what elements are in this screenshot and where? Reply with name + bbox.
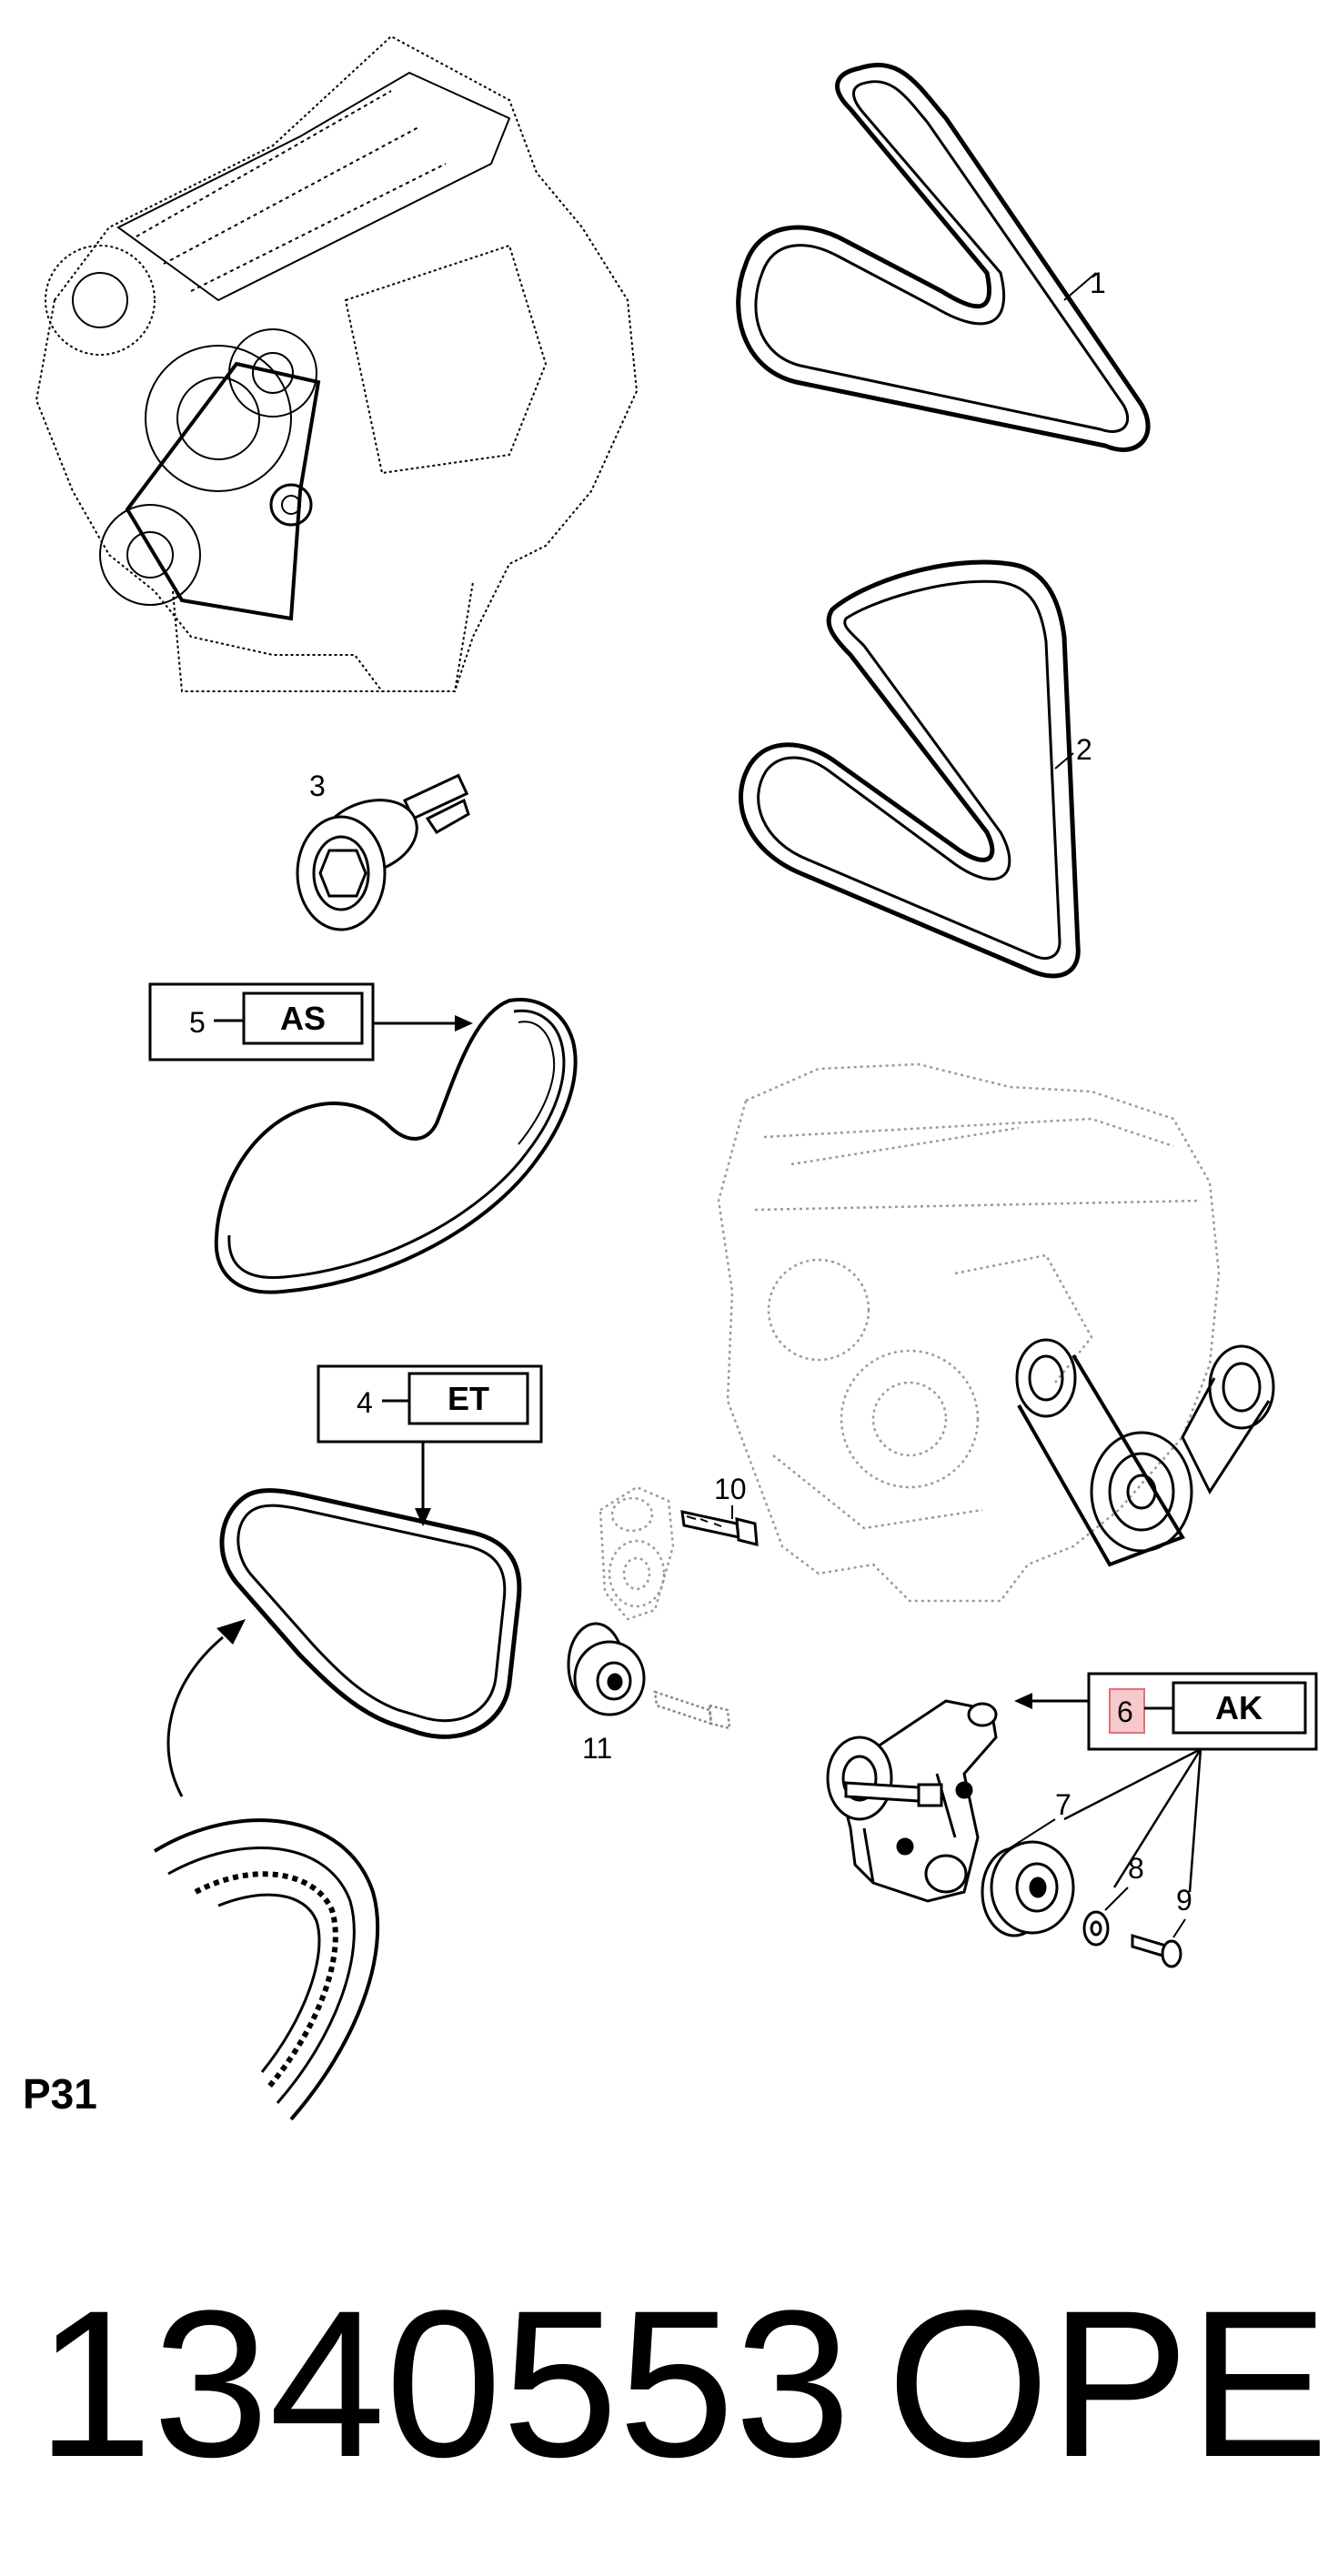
belt-profile-arrowhead [216, 1619, 246, 1645]
reference-box-et: 4 ET [317, 1364, 543, 1444]
callout-6-highlight [1109, 1688, 1145, 1734]
page-code: P31 [23, 2070, 97, 2118]
bolt-9 [1131, 1933, 1182, 1968]
tensioner-7 [826, 1699, 998, 1903]
tensioner-10-ghost [599, 1485, 675, 1621]
reference-box-as: 5 AS [148, 982, 375, 1062]
callout-9-leader [1172, 1918, 1186, 1938]
ak-arrowhead [1014, 1693, 1032, 1709]
callout-1-leader [1063, 272, 1097, 301]
belt-2 [738, 559, 1081, 979]
washer-8 [1082, 1910, 1110, 1947]
bolt-10 [680, 1510, 759, 1546]
ak-leaders [1063, 1747, 1202, 1893]
box-et-label: ET [448, 1380, 489, 1417]
callout-3: 3 [309, 770, 326, 802]
callout-8: 8 [1128, 1852, 1144, 1885]
et-arrowhead [415, 1508, 431, 1526]
box-as-label: AS [280, 1000, 326, 1037]
belt-1 [736, 62, 1151, 452]
box-ak-label: AK [1215, 1689, 1263, 1726]
callout-9: 9 [1176, 1884, 1192, 1917]
belt-cross-section [153, 1818, 380, 2121]
engine-top-illustration [35, 35, 639, 692]
engine-middle-illustration [717, 1062, 1221, 1603]
callout-11: 11 [582, 1732, 612, 1765]
callout-7: 7 [1055, 1788, 1071, 1821]
belt-profile-arrow [166, 1635, 224, 1797]
part-number: 1340553 [36, 2267, 850, 2501]
idler-pulley-3 [296, 773, 470, 931]
callout-1: 1 [1090, 267, 1106, 299]
engine-middle-pulleys [1015, 1338, 1275, 1567]
tensioner-pulley [981, 1840, 1075, 1937]
bolt-11 [653, 1690, 731, 1730]
idler-pulley-11 [567, 1622, 646, 1716]
belt-et [219, 1488, 522, 1739]
callout-5: 5 [189, 1006, 206, 1039]
callout-10: 10 [714, 1473, 747, 1505]
brand-name: OPEL [887, 2267, 1328, 2501]
as-arrowhead [455, 1015, 473, 1031]
callout-4: 4 [357, 1386, 373, 1419]
callout-2-leader [1054, 752, 1074, 770]
callout-6: 6 [1117, 1696, 1133, 1728]
callout-2: 2 [1076, 733, 1092, 766]
reference-box-ak: 6 AK [1087, 1672, 1318, 1751]
belt-as [214, 998, 578, 1294]
callout-8-leader [1104, 1887, 1129, 1911]
